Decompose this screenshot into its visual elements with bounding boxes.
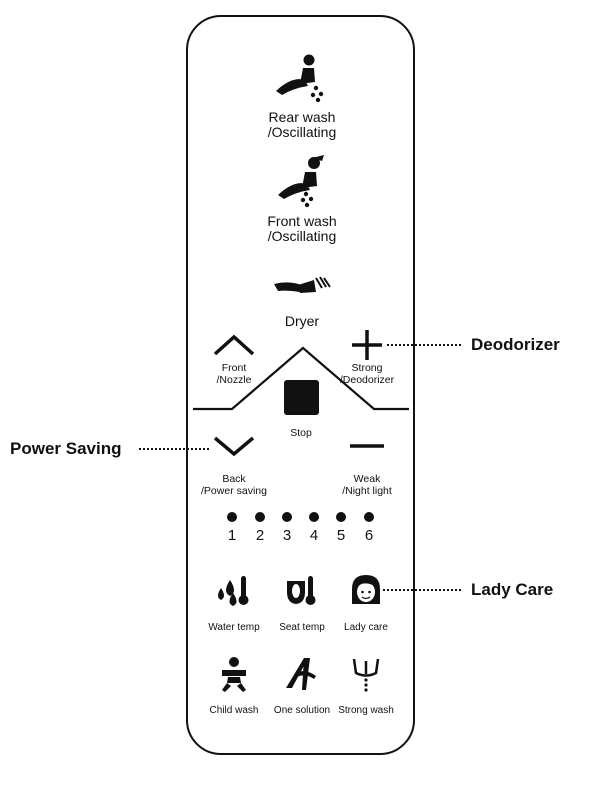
level-indicators: 1 2 3 4 5 6: [227, 512, 374, 544]
one-solution-icon: [286, 658, 316, 690]
level-indicator: 5: [336, 512, 346, 544]
lady-care-button[interactable]: Lady care: [344, 575, 388, 633]
roof-divider: [193, 346, 409, 411]
water-temp-icon: [218, 576, 249, 606]
water-temp-label: Water temp: [208, 622, 260, 633]
level-number: 1: [228, 527, 236, 544]
front-nozzle-button[interactable]: Front /Nozzle: [213, 334, 255, 386]
level-indicator: 3: [282, 512, 292, 544]
weak-night-light-label-line1: Weak: [354, 473, 381, 485]
rear-wash-icon: [276, 54, 324, 103]
callout-lady-care-label: Lady Care: [471, 580, 553, 599]
chevron-down-icon: [213, 436, 255, 457]
child-wash-icon: [222, 657, 246, 692]
level-dot: [255, 512, 265, 522]
level-indicator: 4: [309, 512, 319, 544]
chevron-up-icon: [213, 334, 255, 356]
strong-wash-icon: [352, 658, 380, 692]
strong-wash-button[interactable]: Strong wash: [338, 658, 394, 716]
front-wash-icon: [278, 155, 324, 208]
stop-icon: [284, 380, 319, 415]
callout-power-saving-label: Power Saving: [10, 439, 121, 458]
callout-lady-care: Lady Care: [383, 580, 553, 599]
back-power-saving-button[interactable]: Back /Power saving: [201, 436, 267, 497]
level-number: 2: [256, 527, 264, 544]
level-dot: [282, 512, 292, 522]
dryer-label: Dryer: [285, 313, 320, 329]
level-number: 5: [337, 527, 345, 544]
front-nozzle-label-line2: /Nozzle: [216, 374, 251, 386]
level-indicator: 1: [227, 512, 237, 544]
strong-deodorizer-label-line2: /Deodorizer: [340, 374, 395, 386]
back-power-saving-label-line2: /Power saving: [201, 485, 267, 497]
front-nozzle-label-line1: Front: [222, 362, 247, 374]
rear-wash-label-line1: Rear wash: [269, 109, 336, 125]
level-indicator: 6: [364, 512, 374, 544]
level-dot: [309, 512, 319, 522]
water-temp-button[interactable]: Water temp: [208, 576, 260, 633]
seat-temp-icon: [287, 576, 316, 605]
one-solution-label: One solution: [274, 705, 330, 716]
dryer-button[interactable]: Dryer: [285, 313, 320, 329]
callout-power-saving: Power Saving: [10, 439, 210, 458]
one-solution-button[interactable]: One solution: [274, 658, 330, 716]
level-number: 4: [310, 527, 318, 544]
strong-wash-label: Strong wash: [338, 705, 394, 716]
front-wash-label-line2: /Oscillating: [268, 228, 336, 244]
seat-temp-label: Seat temp: [279, 622, 325, 633]
level-number: 3: [283, 527, 291, 544]
rear-wash-label-line2: /Oscillating: [268, 124, 336, 140]
child-wash-label: Child wash: [210, 705, 259, 716]
callout-deodorizer-label: Deodorizer: [471, 335, 560, 354]
rear-wash-button[interactable]: Rear wash /Oscillating: [268, 109, 336, 140]
strong-deodorizer-button[interactable]: Strong /Deodorizer: [340, 330, 395, 386]
callout-deodorizer: Deodorizer: [387, 335, 560, 354]
back-power-saving-label-line1: Back: [222, 473, 246, 485]
weak-night-light-label-line2: /Night light: [342, 485, 392, 497]
plus-icon: [352, 330, 382, 360]
level-indicator: 2: [255, 512, 265, 544]
level-dot: [227, 512, 237, 522]
lady-care-label: Lady care: [344, 622, 388, 633]
level-dot: [336, 512, 346, 522]
stop-button[interactable]: Stop: [284, 380, 319, 439]
level-number: 6: [365, 527, 373, 544]
weak-night-light-button[interactable]: Weak /Night light: [342, 444, 392, 497]
front-wash-label-line1: Front wash: [267, 213, 336, 229]
front-wash-button[interactable]: Front wash /Oscillating: [267, 213, 336, 244]
lady-care-icon: [352, 575, 380, 604]
strong-deodorizer-label-line1: Strong: [352, 362, 383, 374]
dryer-icon: [274, 276, 331, 293]
stop-label: Stop: [290, 427, 312, 439]
child-wash-button[interactable]: Child wash: [210, 657, 259, 716]
seat-temp-button[interactable]: Seat temp: [279, 576, 325, 633]
level-dot: [364, 512, 374, 522]
